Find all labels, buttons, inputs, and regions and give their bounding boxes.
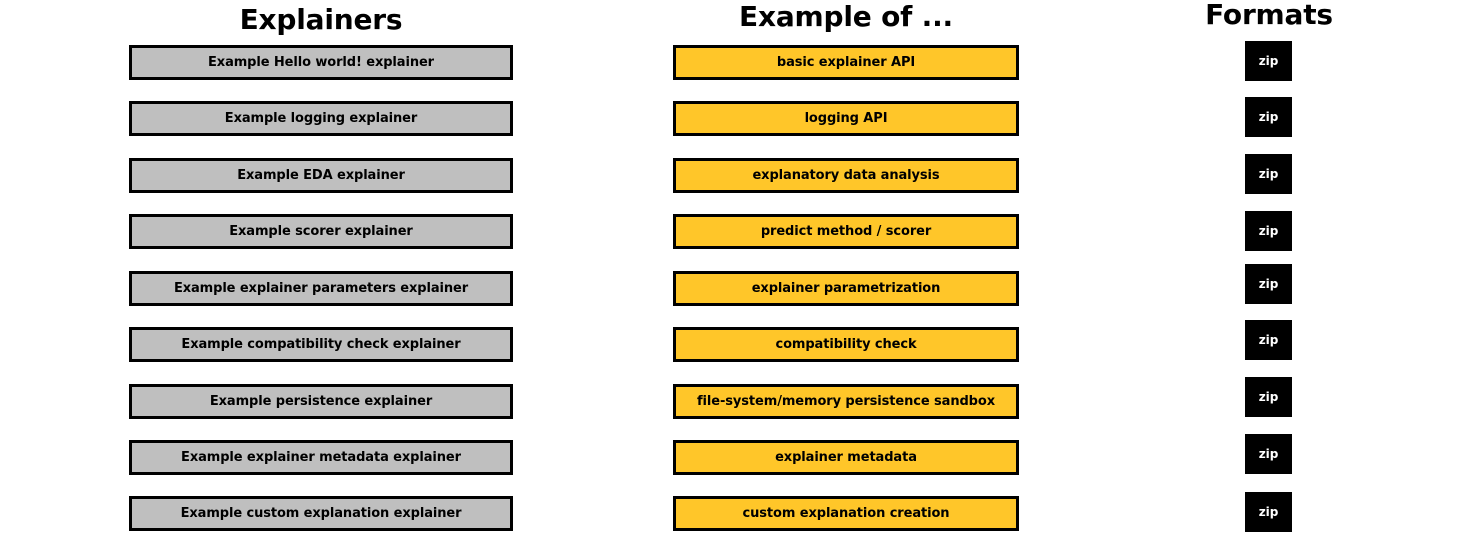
format-zip-button[interactable]: zip bbox=[1245, 97, 1292, 137]
explainer-node[interactable]: Example persistence explainer bbox=[129, 384, 513, 419]
format-zip-button[interactable]: zip bbox=[1245, 320, 1292, 360]
explainer-node[interactable]: Example explainer metadata explainer bbox=[129, 440, 513, 475]
example-node[interactable]: explanatory data analysis bbox=[673, 158, 1019, 193]
example-node[interactable]: explainer parametrization bbox=[673, 271, 1019, 306]
format-zip-button[interactable]: zip bbox=[1245, 434, 1292, 474]
explainer-node[interactable]: Example explainer parameters explainer bbox=[129, 271, 513, 306]
format-zip-button[interactable]: zip bbox=[1245, 211, 1292, 251]
example-node[interactable]: compatibility check bbox=[673, 327, 1019, 362]
column-heading-formats: Formats bbox=[1205, 0, 1333, 31]
column-heading-explainers: Explainers bbox=[239, 3, 403, 36]
format-zip-button[interactable]: zip bbox=[1245, 154, 1292, 194]
format-zip-button[interactable]: zip bbox=[1245, 377, 1292, 417]
explainer-node[interactable]: Example EDA explainer bbox=[129, 158, 513, 193]
explainer-node[interactable]: Example Hello world! explainer bbox=[129, 45, 513, 80]
example-node[interactable]: logging API bbox=[673, 101, 1019, 136]
explainer-node[interactable]: Example logging explainer bbox=[129, 101, 513, 136]
example-node[interactable]: explainer metadata bbox=[673, 440, 1019, 475]
explainer-node[interactable]: Example scorer explainer bbox=[129, 214, 513, 249]
format-zip-button[interactable]: zip bbox=[1245, 41, 1292, 81]
example-node[interactable]: basic explainer API bbox=[673, 45, 1019, 80]
explainer-node[interactable]: Example custom explanation explainer bbox=[129, 496, 513, 531]
example-node[interactable]: predict method / scorer bbox=[673, 214, 1019, 249]
example-node[interactable]: custom explanation creation bbox=[673, 496, 1019, 531]
example-node[interactable]: file-system/memory persistence sandbox bbox=[673, 384, 1019, 419]
format-zip-button[interactable]: zip bbox=[1245, 264, 1292, 304]
format-zip-button[interactable]: zip bbox=[1245, 492, 1292, 532]
explainer-node[interactable]: Example compatibility check explainer bbox=[129, 327, 513, 362]
column-heading-examples: Example of ... bbox=[739, 0, 953, 33]
